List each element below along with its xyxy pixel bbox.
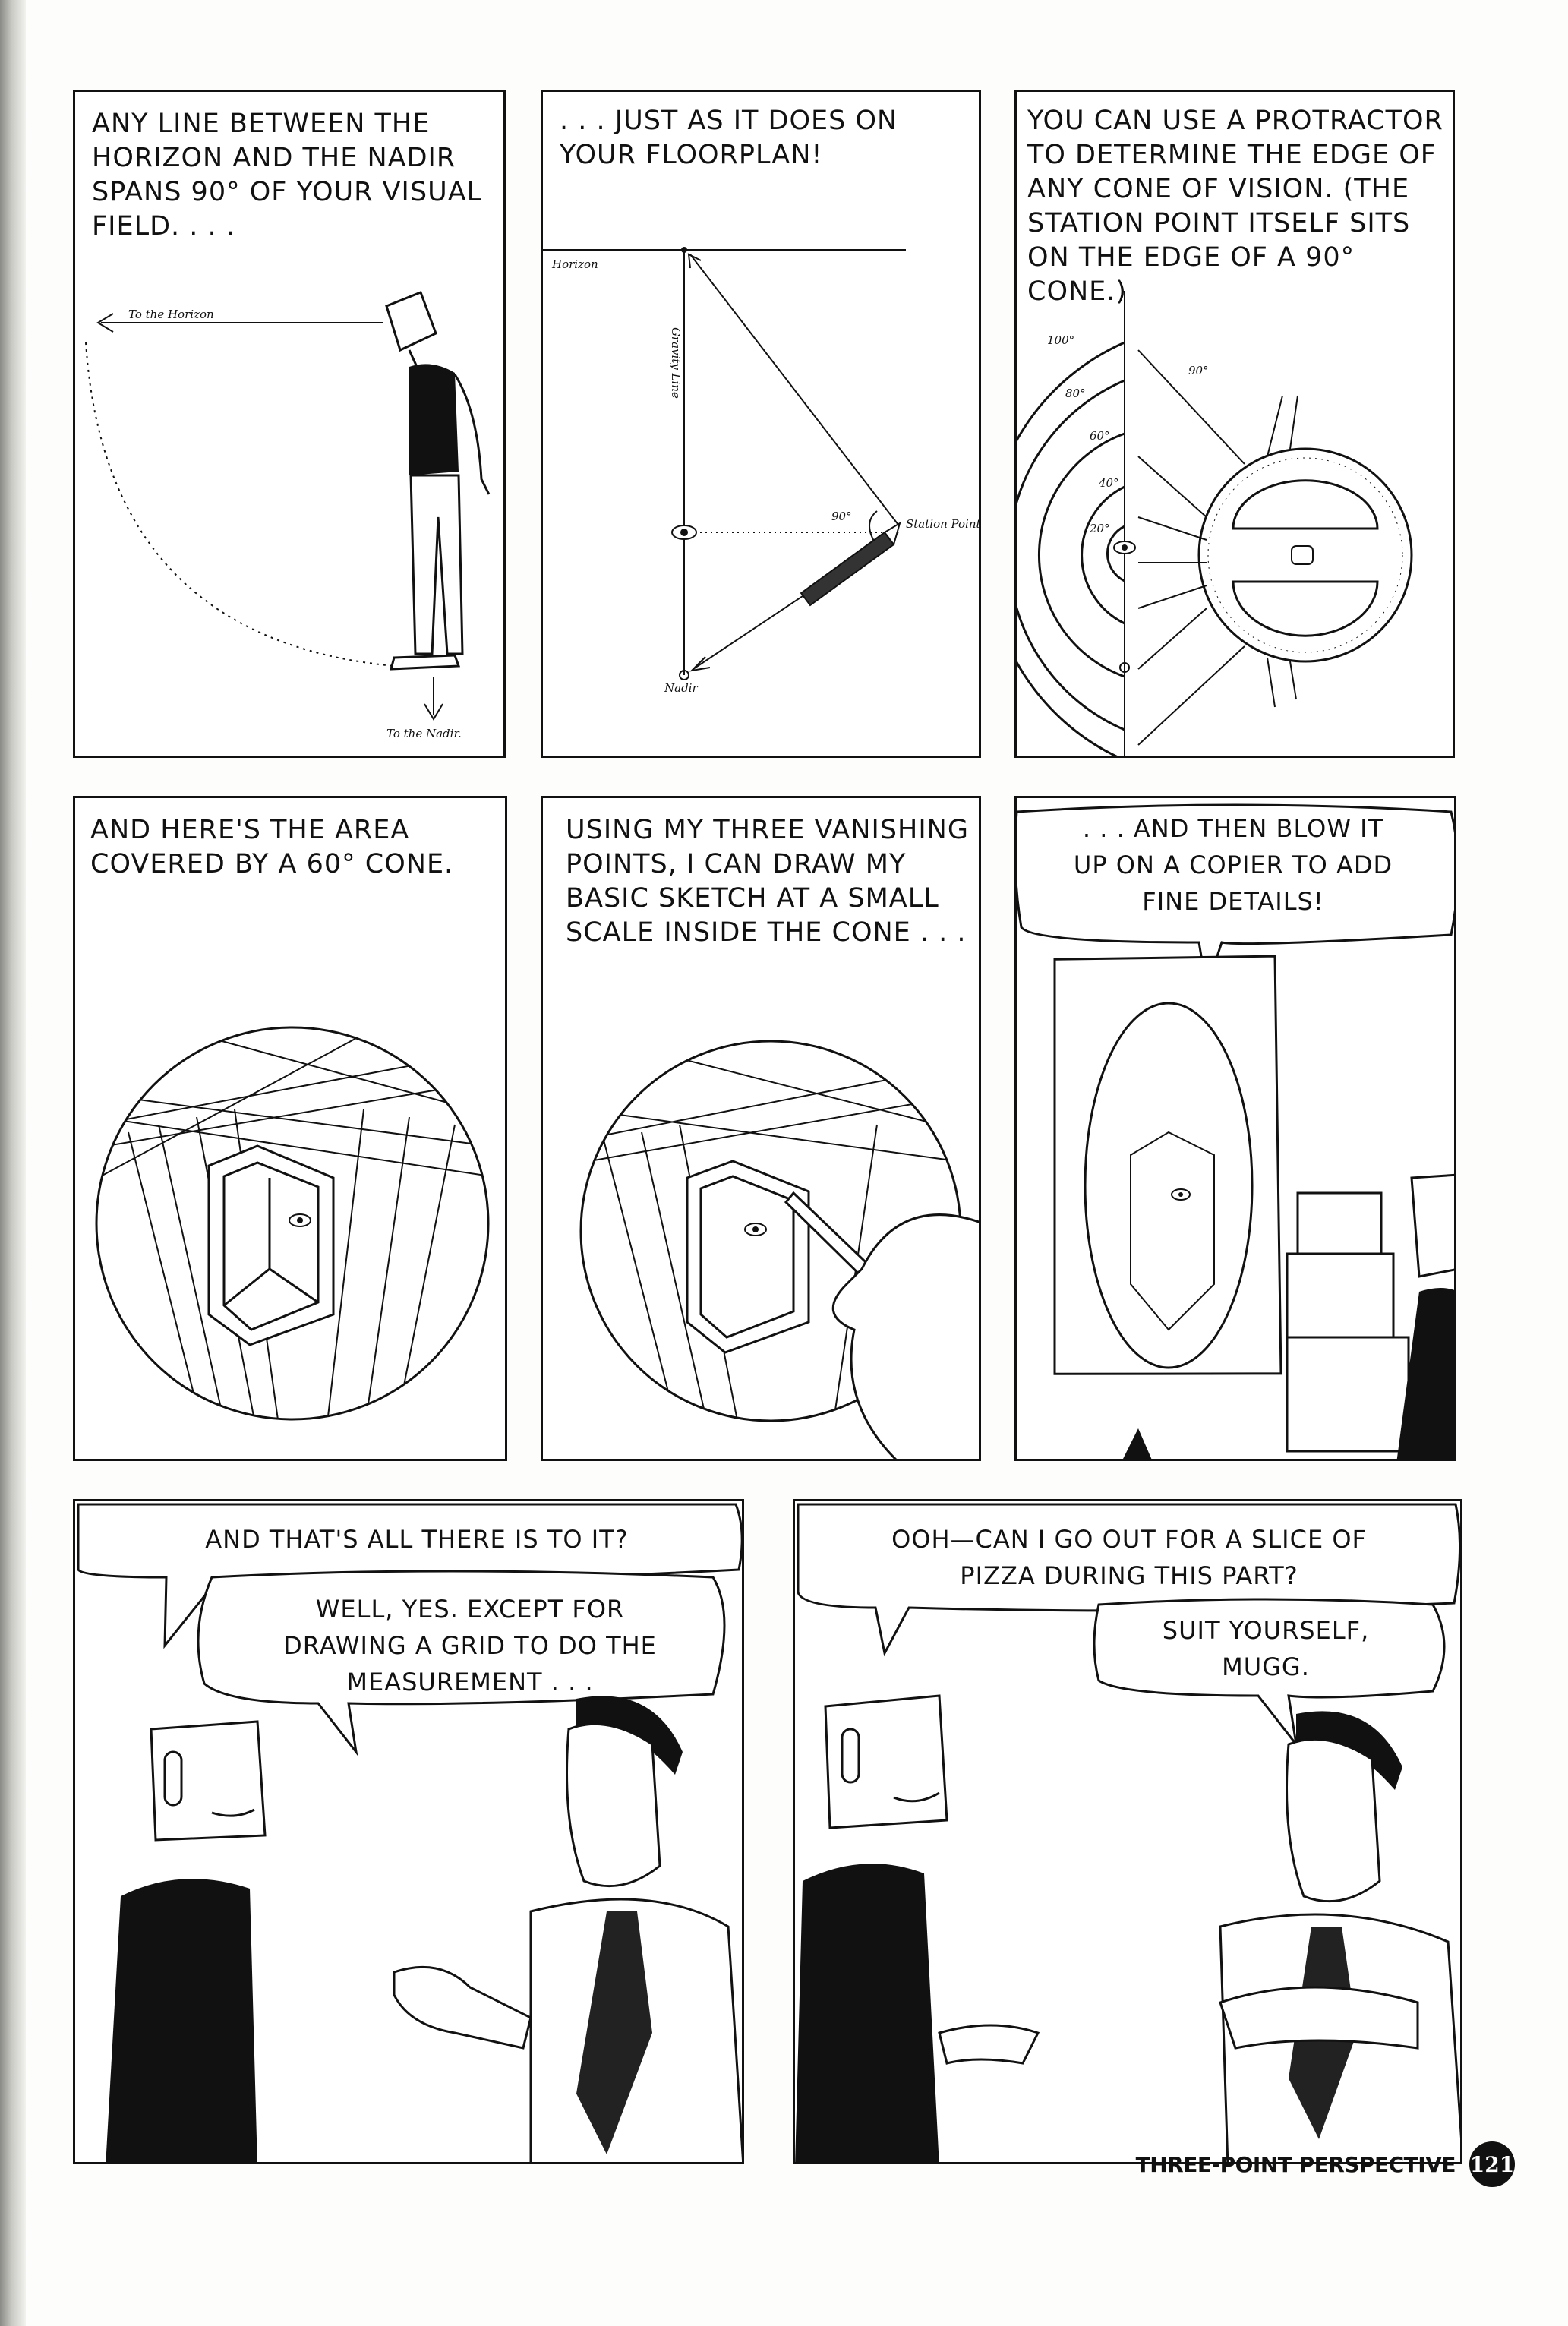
black-shirt bbox=[409, 364, 459, 475]
ring-label-20: 20° bbox=[1089, 522, 1110, 535]
book-spine-shadow bbox=[0, 0, 26, 2326]
label-station-point: Station Point bbox=[906, 517, 981, 531]
necktie bbox=[576, 1911, 652, 2154]
panel-7-bubble-2-text: WELL, YES. EXCEPT FOR DRAWING A GRID TO … bbox=[283, 1595, 657, 1696]
panel-3-caption: YOU CAN USE A PROTRACTOR TO DETERMINE TH… bbox=[1027, 106, 1443, 307]
necktie bbox=[1123, 1428, 1152, 1459]
panel-3-art: 100° 80° 60° 40° 20° 90° bbox=[1017, 291, 1413, 756]
panel-8: OOH—CAN I GO OUT FOR A SLICE OF PIZZA DU… bbox=[793, 1499, 1462, 2164]
panel-8-bubble-1-text: OOH—CAN I GO OUT FOR A SLICE OF PIZZA DU… bbox=[891, 1525, 1367, 1590]
eye-icon bbox=[1113, 541, 1136, 554]
hand-holding-pencil bbox=[784, 1191, 979, 1459]
page-number-badge: 121 bbox=[1469, 2141, 1515, 2187]
man-face bbox=[1286, 1737, 1381, 1903]
panel-5-caption: USING MY THREE VANISHING POINTS, I CAN D… bbox=[566, 815, 969, 948]
eye-icon bbox=[289, 1213, 311, 1227]
black-shirt bbox=[1396, 1288, 1454, 1459]
panel-7-art bbox=[77, 1503, 742, 2162]
perspective-grid bbox=[97, 1027, 488, 1419]
ring-label-40: 40° bbox=[1098, 476, 1119, 490]
pencil-icon bbox=[800, 521, 901, 607]
box-head bbox=[385, 291, 437, 352]
shoes bbox=[390, 654, 461, 671]
panel-8-art bbox=[795, 1503, 1460, 2162]
cone-rings bbox=[1017, 341, 1125, 756]
eye-icon bbox=[671, 525, 697, 540]
ring-label-80: 80° bbox=[1065, 387, 1086, 400]
page-footer: THREE-POINT PERSPECTIVE 121 bbox=[1136, 2141, 1515, 2187]
panel-4-caption: AND HERE'S THE AREA COVERED BY A 60° CON… bbox=[90, 815, 454, 879]
label-90-degrees: 90° bbox=[831, 510, 852, 523]
panel-2-art: Horizon Gravity Line Nadir 90° Station P… bbox=[543, 247, 981, 695]
cube-corner bbox=[207, 1144, 335, 1346]
panel-4-art bbox=[95, 1026, 490, 1421]
open-hand bbox=[393, 1965, 532, 2050]
label-to-horizon: To the Horizon bbox=[128, 308, 214, 321]
cube-corner bbox=[1130, 1131, 1215, 1331]
eye-icon bbox=[744, 1223, 767, 1236]
panel-6: . . . AND THEN BLOW IT UP ON A COPIER TO… bbox=[1014, 796, 1456, 1461]
crossed-arms bbox=[1219, 1986, 1419, 2050]
label-90-degrees: 90° bbox=[1188, 364, 1209, 377]
label-gravity-line: Gravity Line bbox=[669, 327, 683, 399]
panel-6-bubble-text: . . . AND THEN BLOW IT UP ON A COPIER TO… bbox=[1073, 814, 1393, 916]
man-face bbox=[566, 1722, 661, 1888]
speech-bubble bbox=[1017, 803, 1454, 989]
black-shirt bbox=[106, 1879, 257, 2162]
panel-2: . . . JUST AS IT DOES ON YOUR FLOORPLAN!… bbox=[541, 90, 981, 758]
panel-4: AND HERE'S THE AREA COVERED BY A 60° CON… bbox=[73, 796, 507, 1461]
panel-1: ANY LINE BETWEEN THE HORIZON AND THE NAD… bbox=[73, 90, 506, 758]
panel-1-caption: ANY LINE BETWEEN THE HORIZON AND THE NAD… bbox=[92, 109, 483, 241]
black-shirt bbox=[795, 1864, 939, 2162]
cube-corner bbox=[686, 1160, 810, 1354]
ring-label-100: 100° bbox=[1047, 333, 1074, 347]
panel-7: AND THAT'S ALL THERE IS TO IT? WELL, YES… bbox=[73, 1499, 744, 2164]
box-head bbox=[1410, 1173, 1454, 1278]
panel-3: YOU CAN USE A PROTRACTOR TO DETERMINE TH… bbox=[1014, 90, 1455, 758]
panel-5-art bbox=[579, 1040, 979, 1459]
vision-arrows bbox=[1137, 349, 1298, 746]
panel-6-art bbox=[1017, 803, 1454, 1459]
panel-5: USING MY THREE VANISHING POINTS, I CAN D… bbox=[541, 796, 981, 1461]
eye-icon bbox=[1171, 1188, 1191, 1201]
box-head bbox=[150, 1720, 267, 1842]
panel-1-art: To the Horizon To the Nadir. bbox=[85, 291, 491, 740]
trousers bbox=[409, 474, 464, 655]
label-horizon: Horizon bbox=[551, 257, 598, 271]
panel-2-caption: . . . JUST AS IT DOES ON YOUR FLOORPLAN! bbox=[560, 106, 898, 170]
box-head bbox=[824, 1694, 948, 1829]
panel-7-bubble-1-text: AND THAT'S ALL THERE IS TO IT? bbox=[205, 1525, 629, 1554]
speech-bubble-2 bbox=[1093, 1598, 1446, 1749]
photocopier bbox=[1286, 1191, 1410, 1453]
label-nadir: Nadir bbox=[664, 681, 698, 695]
panel-8-bubble-2-text: SUIT YOURSELF, MUGG. bbox=[1162, 1616, 1370, 1681]
ring-label-60: 60° bbox=[1090, 429, 1110, 443]
protractor bbox=[1197, 447, 1413, 663]
label-to-nadir: To the Nadir. bbox=[386, 727, 462, 740]
section-title: THREE-POINT PERSPECTIVE bbox=[1135, 2151, 1456, 2177]
open-hand bbox=[938, 2024, 1040, 2065]
